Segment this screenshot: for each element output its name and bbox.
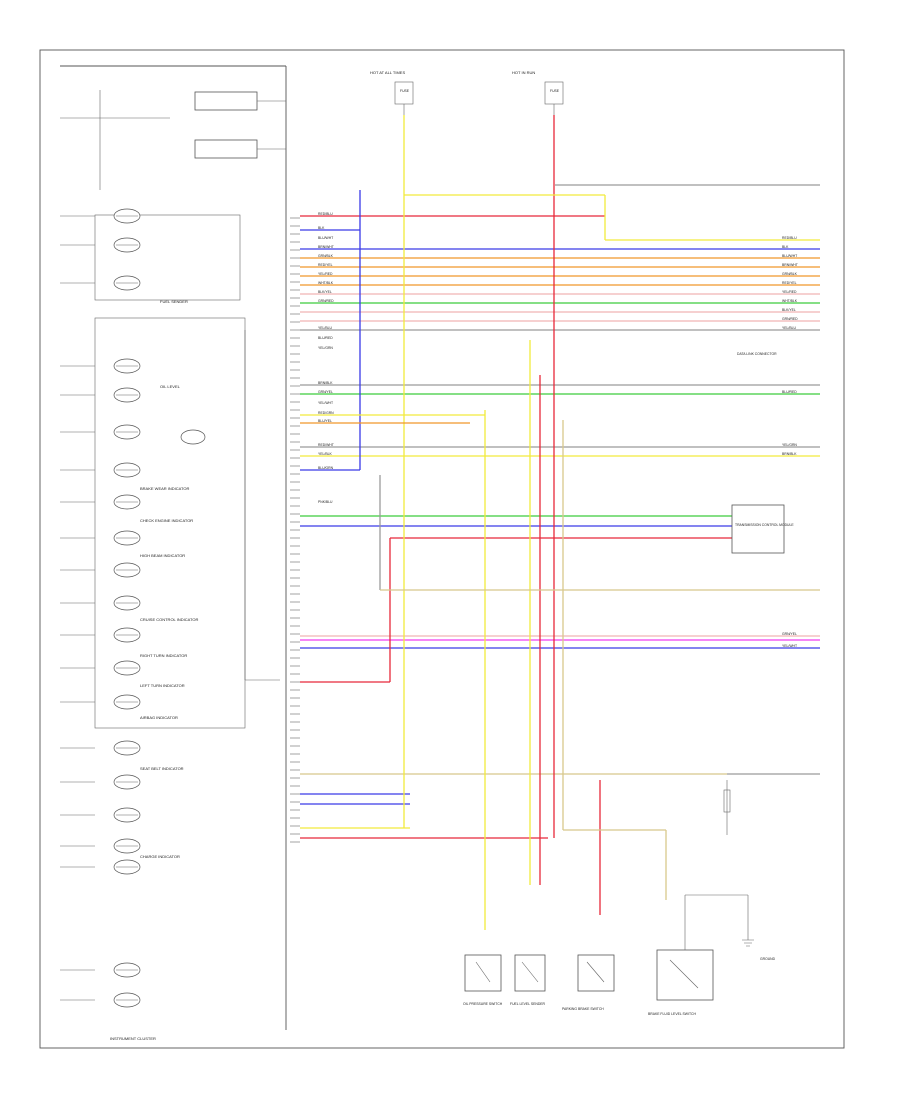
fuel-sender-label: FUEL SENDER [160, 299, 188, 304]
wire-color-label: WHT/BLK [318, 281, 334, 285]
wire-end-label: BLK/YEL [782, 308, 796, 312]
tcm-box [731, 504, 785, 554]
right-modules: TRANSMISSION CONTROL MODULE DATA LINK CO… [731, 352, 794, 554]
wire-color-label: RED/YEL [318, 263, 333, 267]
wire-color-label: YEL/GRN [318, 346, 333, 350]
wire-color-label: BRN/WHT [318, 245, 334, 249]
wire-end-label: WHT/BLK [782, 299, 798, 303]
wire-color-label: GRN/YEL [318, 390, 333, 394]
connector-pins [290, 217, 300, 843]
oil-level-label: OIL LEVEL [160, 384, 181, 389]
tcm-label: TRANSMISSION CONTROL MODULE [735, 523, 794, 527]
instrument-cluster [60, 65, 287, 1030]
wire-end-label: BLU/WHT [782, 254, 797, 258]
cluster-footer: INSTRUMENT CLUSTER [110, 1036, 156, 1041]
fuse-a-label: FUSE [400, 89, 410, 93]
wire-color-label: BLU/YEL [318, 419, 332, 423]
wire-color-label: YEL/BLU [318, 326, 332, 330]
top-labels: HOT AT ALL TIMES HOT IN RUN FUSE FUSE [370, 70, 564, 115]
wire-color-label: GRN/BLK [318, 254, 334, 258]
airbag-label: AIRBAG INDICATOR [140, 715, 178, 720]
indicator-lamps [60, 208, 206, 1008]
indicator-lamp [180, 429, 206, 445]
wire-color-label: YEL/BLK [318, 452, 332, 456]
wire-color-label: PNK/BLU [318, 500, 333, 504]
wire-end-label: YEL/RED [782, 290, 797, 294]
check-engine-label: CHECK ENGINE INDICATOR [140, 518, 193, 523]
wire-color-label: BLU/WHT [318, 236, 333, 240]
fuel-level-sender [514, 954, 546, 992]
cruise-label: CRUISE CONTROL INDICATOR [140, 617, 198, 622]
wire-end-label: YEL/WHT [782, 644, 797, 648]
wire-color-label: RED/BLU [318, 212, 333, 216]
wire-end-label: BRN/BLK [782, 452, 797, 456]
wire-end-label: BLK [782, 245, 789, 249]
hot-all-times-label: HOT AT ALL TIMES [370, 70, 405, 75]
wire-color-label: BLU/RED [318, 336, 333, 340]
oil-pressure-label: OIL PRESSURE SWITCH [463, 1002, 503, 1006]
seat-belt-label: SEAT BELT INDICATOR [140, 766, 184, 771]
hot-in-run-label: HOT IN RUN [512, 70, 535, 75]
brake-wear-label: BRAKE WEAR INDICATOR [140, 486, 190, 491]
right-turn-label: RIGHT TURN INDICATOR [140, 653, 187, 658]
wire-color-label: RED/GRN [318, 411, 334, 415]
parking-brake-label: PARKING BRAKE SWITCH [562, 1007, 604, 1011]
wire-color-label: YEL/WHT [318, 401, 333, 405]
wire-end-label: RED/BLU [782, 236, 797, 240]
wire-end-label: YEL/GRN [782, 443, 797, 447]
brake-fluid-label: BRAKE FLUID LEVEL SWITCH [648, 1012, 696, 1016]
fuel-level-label: FUEL LEVEL SENDER [510, 1002, 546, 1006]
wire-end-label: RED/YEL [782, 281, 797, 285]
wire-end-label: GRN/YEL [782, 632, 797, 636]
wire-end-label: GRN/BLK [782, 272, 798, 276]
wire-end-label: GRN/RED [782, 317, 798, 321]
wire-color-label: BLK/YEL [318, 290, 332, 294]
wires [300, 115, 820, 930]
bottom-components: OIL PRESSURE SWITCH FUEL LEVEL SENDER PA… [463, 780, 776, 1016]
charge-label: CHARGE INDICATOR [140, 854, 180, 859]
oil-pressure-switch [464, 954, 502, 992]
wire-color-label: RED/WHT [318, 443, 334, 447]
wire-color-label: GRN/RED [318, 299, 334, 303]
dlc-label: DATA LINK CONNECTOR [737, 352, 777, 356]
high-beam-label: HIGH BEAM INDICATOR [140, 553, 185, 558]
ground-label: GROUND [760, 957, 776, 961]
left-labels: FUEL SENDER OIL LEVEL BRAKE WEAR INDICAT… [110, 299, 198, 1041]
wire-end-label: YEL/BLU [782, 326, 796, 330]
left-turn-label: LEFT TURN INDICATOR [140, 683, 185, 688]
diagram-frame [39, 49, 845, 1049]
wire-color-label: YEL/RED [318, 272, 333, 276]
wire-color-label: BLK [318, 226, 325, 230]
fuse-b-label: FUSE [550, 89, 560, 93]
wire-color-label: BRN/BLK [318, 381, 333, 385]
wire-labels: RED/BLU BLK BLU/WHT BRN/WHT GRN/BLK RED/YEL YE… [318, 212, 798, 648]
wire-color-label: BLU/GRN [318, 466, 334, 470]
wire-end-label: BRN/WHT [782, 263, 798, 267]
wire-end-label: BLU/RED [782, 390, 797, 394]
